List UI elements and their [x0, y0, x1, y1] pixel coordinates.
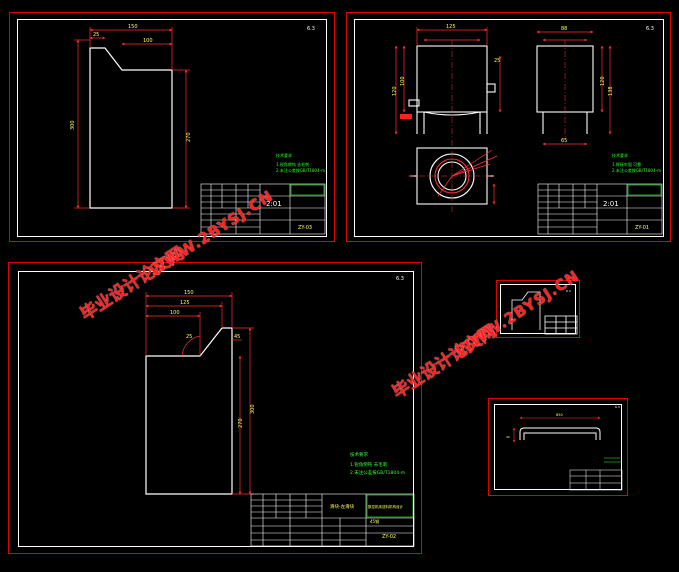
sheet-1-dimension-labels: 150 25 100 300 270 — [70, 24, 192, 142]
sheet-3-dimensions — [145, 292, 254, 495]
sheet-3-dim-height-right: 300 — [250, 404, 256, 414]
sheet-3-title-fill — [366, 494, 414, 518]
sheet-2-dim-side-h2: 138 — [608, 86, 614, 96]
sheet-1-roughness: 6.3 — [307, 26, 315, 32]
sheet-3-dim-mid: 125 — [180, 300, 190, 306]
sheet-4-roughness: 6.3 — [566, 289, 571, 293]
sheet-3-dim-chamfer: 45 — [234, 334, 240, 340]
sheet-2-notes-line2: 2.未注公差按GB/T1804-m — [612, 167, 661, 173]
sheet-1-frame — [17, 19, 327, 237]
sheet-2-notes-line1: 1.焊接牢固 可靠 — [612, 161, 641, 167]
sheet-2-dim-side-width: 88 — [561, 26, 567, 32]
sheet-3-notes-line1: 1.锐角倒钝 去毛刺 — [350, 461, 388, 468]
sheet-5-frame — [494, 404, 622, 490]
sheet-1-dim-top-left: 25 — [93, 32, 99, 38]
sheet-5-title-block — [569, 469, 623, 491]
sheet-1-dimensions — [74, 27, 190, 209]
sheet-3-dim-top: 150 — [184, 290, 194, 296]
sheet-2-title-block — [537, 183, 663, 235]
sheet-3-dim-inner: 100 — [170, 310, 180, 316]
sheet-3-roughness: 6.3 — [396, 276, 404, 282]
sheet-3-dimension-labels: 150 125 100 25 45 300 270 — [170, 290, 256, 428]
sheet-1-dim-height-right: 270 — [186, 132, 192, 142]
sheet-5-notes — [604, 457, 622, 463]
sheet-2-roughness: 6.3 — [646, 26, 654, 32]
sheet-2-drain-valve — [400, 114, 412, 119]
sheet-3-notes-line2: 2.未注公差按GB/T1804-m — [350, 469, 405, 476]
sheet-3-part-outline — [145, 327, 233, 495]
sheet-5-dim-top: 650 — [556, 413, 563, 417]
sheet-5-roughness: 6.3 — [615, 405, 620, 409]
drawing-sheet-5 — [488, 398, 628, 496]
sheet-2-dim-front-width: 125 — [446, 24, 456, 30]
sheet-3-notes-title: 技术要求 — [350, 451, 368, 458]
sheet-1-dim-height-left: 300 — [70, 120, 76, 130]
drawing-sheet-4 — [496, 280, 580, 338]
sheet-2-dimensions — [394, 27, 612, 205]
sheet-1-notes: 技术要求 1.锐角倒钝 去毛刺 2.未注公差按GB/T1804-m — [276, 152, 325, 173]
sheet-1-dim-top: 150 — [128, 24, 138, 30]
sheet-1-part-outline — [89, 47, 173, 209]
sheet-1-title-fill — [290, 184, 325, 196]
sheet-2-dim-front-side: 25 — [494, 58, 500, 64]
sheet-2-notes: 技术要求 1.焊接牢固 可靠 2.未注公差按GB/T1804-m — [612, 152, 661, 173]
sheet-3-title-block — [250, 493, 415, 547]
sheet-1-notes-line1: 1.锐角倒钝 去毛刺 — [276, 161, 309, 167]
drawing-sheet-1 — [9, 12, 335, 242]
sheet-2-title-fill — [627, 184, 662, 196]
sheet-2-frame — [354, 19, 664, 237]
sheet-2-dim-side-h1: 120 — [600, 76, 606, 86]
sheet-5-dim-left-h: 40 — [506, 435, 510, 439]
sheet-1-part-no: ZY-03 — [298, 225, 312, 231]
sheet-5-dimensions — [512, 416, 601, 443]
sheet-2-dimension-labels: 125 100 120 25 88 120 138 65 — [392, 24, 614, 144]
sheet-2-dim-front-h1: 100 — [400, 76, 406, 86]
drawing-sheet-2 — [346, 12, 671, 242]
sheet-1-notes-line2: 2.未注公差按GB/T1804-m — [276, 167, 325, 173]
drawing-sheet-3 — [8, 262, 422, 554]
sheet-3-frame — [18, 271, 414, 547]
sheet-2-dim-bottom: 65 — [561, 138, 567, 144]
sheet-3-material: 45钢 — [370, 518, 379, 524]
sheet-3-dim-angle: 25 — [186, 334, 192, 340]
sheet-4-drawing — [511, 291, 578, 335]
sheet-4-frame — [500, 284, 576, 334]
sheet-3-dim-height-inner: 270 — [238, 418, 244, 428]
sheet-3-part-no: ZY-02 — [382, 534, 396, 540]
sheet-3-notes: 技术要求 1.锐角倒钝 去毛刺 2.未注公差按GB/T1804-m — [350, 451, 405, 476]
sheet-1-scale: 2:01 — [266, 200, 282, 208]
sheet-1-dim-top-mid: 100 — [143, 38, 153, 44]
sheet-3-right-title: 数控机床送料机构设计 — [368, 504, 403, 509]
sheet-2-notes-title: 技术要求 — [612, 152, 628, 158]
sheet-2-scale: 2:01 — [603, 200, 619, 208]
sheet-1-title-block — [200, 183, 326, 235]
sheet-2-part-no: ZY-01 — [635, 225, 649, 231]
sheet-3-left-title: 滑块-左滑块 — [330, 503, 355, 510]
sheet-2-dim-front-h2: 120 — [392, 86, 398, 96]
sheet-5-bent-plate — [519, 427, 601, 440]
sheet-1-notes-title: 技术要求 — [276, 152, 292, 158]
